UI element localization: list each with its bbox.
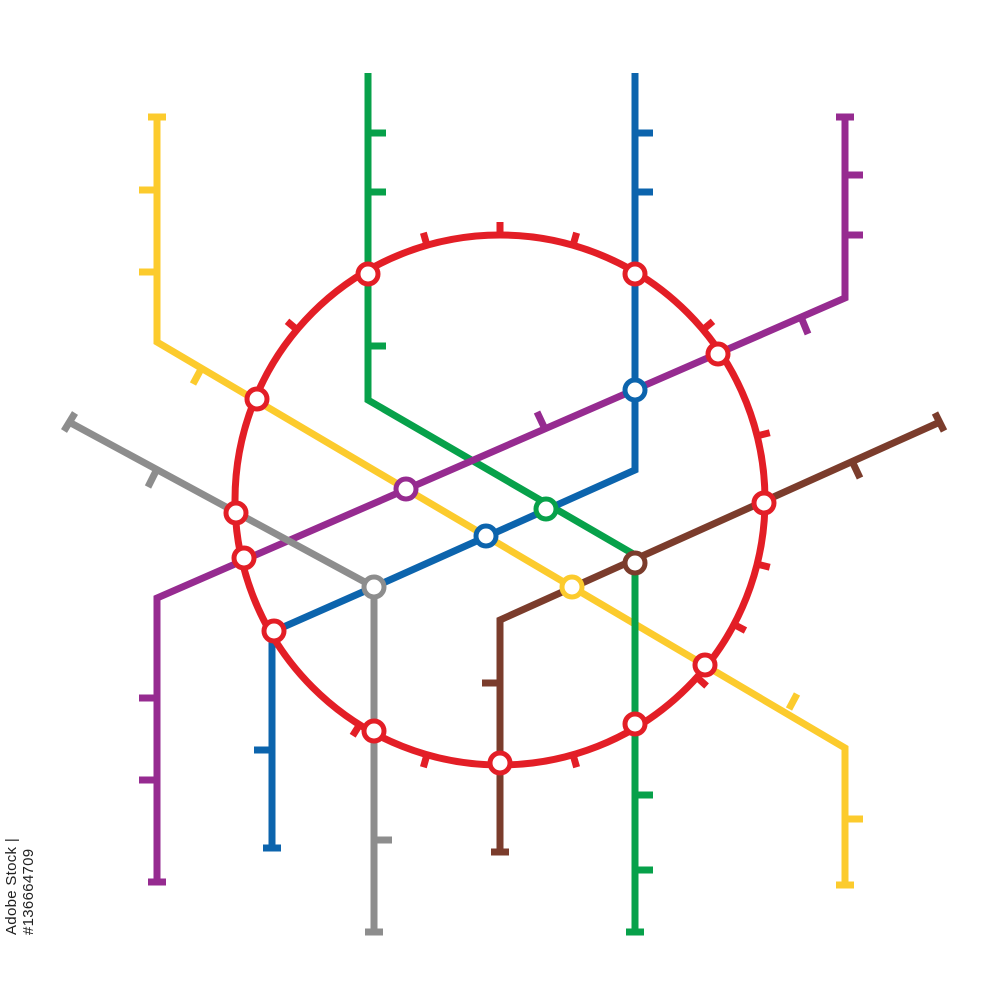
ring-station-tick: [284, 318, 300, 333]
ring-station-tick: [756, 429, 771, 440]
purple-interchange-station: [393, 476, 419, 502]
ring-interchange-station: [223, 500, 249, 526]
blue-line: [268, 73, 639, 848]
ring-station-tick: [420, 753, 431, 769]
station-ticks: [61, 113, 948, 936]
ring-interchange-station: [705, 341, 731, 367]
ring-interchange-station: [261, 618, 287, 644]
ring-station-tick: [700, 318, 716, 333]
green-line: [364, 73, 639, 932]
ring-interchange-station: [361, 718, 387, 744]
purple-station-tick: [797, 315, 812, 336]
gray-terminal-cap: [61, 411, 78, 433]
brown-line: [496, 418, 942, 852]
yellow-interchange-station: [559, 574, 585, 600]
yellow-station-tick: [189, 369, 204, 386]
stock-id-watermark: Adobe Stock | #136664709: [3, 837, 37, 935]
ring-interchange-station: [244, 386, 270, 412]
purple-station-tick: [533, 410, 549, 431]
brown-interchange-station: [622, 550, 648, 576]
brown-station-tick: [848, 459, 864, 480]
ring-interchange-station: [751, 490, 777, 516]
ring-station-tick: [732, 621, 748, 634]
ring-interchange-station: [622, 711, 648, 737]
metro-lines: [67, 73, 942, 932]
yellow-station-tick: [785, 692, 801, 711]
ring-station-tick: [694, 674, 709, 689]
gray-interchange-station: [361, 574, 387, 600]
ring-station-tick: [569, 753, 580, 769]
ring-interchange-station: [355, 261, 381, 287]
ring-station-tick: [420, 231, 431, 247]
ring-station-tick: [756, 560, 771, 571]
gray-station-tick: [144, 469, 160, 489]
blue-interchange-station: [473, 523, 499, 549]
green-interchange-station: [533, 496, 559, 522]
brown-terminal-cap: [931, 411, 948, 433]
blue-interchange-station: [622, 377, 648, 403]
ring-interchange-station: [487, 750, 513, 776]
interchange-stations: [223, 261, 777, 776]
purple-line: [153, 117, 849, 882]
ring-interchange-station: [231, 545, 257, 571]
ring-interchange-station: [692, 652, 718, 678]
ring-station-tick: [569, 231, 580, 247]
ring-station-tick: [349, 722, 363, 738]
gray-line: [67, 418, 378, 932]
ring-interchange-station: [622, 261, 648, 287]
